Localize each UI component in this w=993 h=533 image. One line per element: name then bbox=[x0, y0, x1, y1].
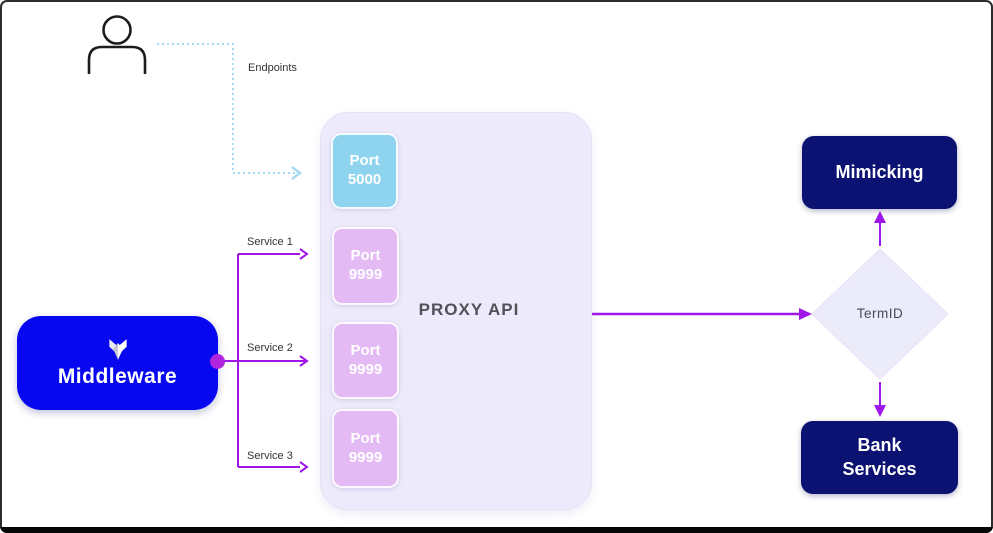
port-9999-box-3: Port 9999 bbox=[332, 409, 399, 488]
endpoints-label: Endpoints bbox=[248, 62, 297, 74]
port-label: Port bbox=[350, 429, 381, 447]
bank-services-label: Bank Services bbox=[842, 435, 917, 479]
port-label: Port bbox=[350, 247, 381, 265]
port-label: Port bbox=[350, 341, 381, 359]
service-connectors bbox=[217, 253, 306, 468]
service1-label: Service 1 bbox=[247, 236, 293, 248]
connector-dot bbox=[210, 354, 225, 369]
service2-label: Service 2 bbox=[247, 342, 293, 354]
port-number: 5000 bbox=[347, 171, 382, 188]
proxy-termid-arrowhead-icon bbox=[799, 308, 812, 320]
mimicking-node: Mimicking bbox=[802, 136, 957, 209]
endpoints-arrowhead-icon bbox=[291, 166, 302, 180]
service2-arrowhead-icon bbox=[299, 355, 309, 367]
down-arrowhead-icon bbox=[874, 405, 886, 417]
port-label: Port bbox=[349, 152, 380, 170]
port-5000-box: Port 5000 bbox=[331, 133, 398, 209]
middleware-label: Middleware bbox=[57, 365, 178, 388]
bank-services-node: Bank Services bbox=[801, 421, 958, 494]
proxy-api-title: PROXY API bbox=[418, 300, 520, 319]
port-number: 9999 bbox=[348, 360, 383, 378]
mimicking-label: Mimicking bbox=[835, 162, 924, 182]
service3-arrowhead-icon bbox=[299, 461, 309, 473]
middleware-node: Middleware bbox=[17, 316, 218, 410]
service1-arrowhead-icon bbox=[299, 248, 309, 260]
up-arrowhead-icon bbox=[874, 211, 886, 223]
port-number: 9999 bbox=[348, 448, 383, 466]
port-9999-box-2: Port 9999 bbox=[332, 322, 399, 399]
person-icon bbox=[87, 15, 147, 74]
gem-icon bbox=[108, 339, 127, 360]
service3-label: Service 3 bbox=[247, 450, 293, 462]
termid-label: TermID bbox=[856, 306, 904, 321]
window-bottom-edge bbox=[0, 527, 993, 533]
port-number: 9999 bbox=[348, 266, 383, 283]
port-9999-box-1: Port 9999 bbox=[332, 227, 399, 305]
